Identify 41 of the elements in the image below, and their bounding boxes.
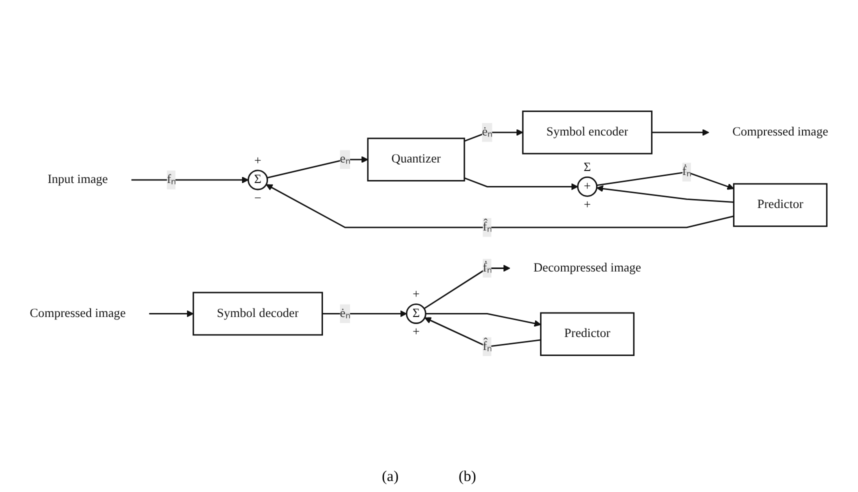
arrow — [464, 128, 524, 142]
node-box: Symbol encoder — [522, 110, 652, 154]
arrow — [596, 171, 734, 190]
arrow — [322, 310, 407, 317]
arrow — [266, 184, 734, 228]
node-label: Σ — [584, 160, 591, 174]
figure-label: (a) — [382, 469, 399, 486]
arrow — [424, 264, 510, 309]
edge-label: ėₙ — [482, 125, 492, 139]
edge-label: ḟₙ — [482, 261, 492, 274]
node-label: + — [584, 198, 591, 212]
arrow — [464, 177, 578, 190]
node-text: Compressed image — [30, 306, 126, 320]
arrow — [424, 317, 541, 348]
arrow — [266, 156, 368, 178]
node-text: Input image — [48, 172, 108, 186]
arrow — [426, 312, 542, 327]
node-circle: Σ — [248, 170, 268, 190]
node-label: + — [412, 288, 420, 302]
node-box: Predictor — [733, 183, 828, 227]
edge-label: f̂ₙ — [482, 339, 492, 353]
node-label: − — [254, 192, 262, 205]
node-circle: + — [577, 176, 598, 197]
node-label: + — [254, 154, 262, 168]
node-text: Compressed image — [732, 125, 828, 139]
edge-label: fₙ — [166, 172, 176, 186]
node-box: Symbol decoder — [192, 292, 323, 336]
arrow — [652, 128, 710, 136]
arrow — [131, 176, 249, 184]
node-text: Decompressed image — [533, 261, 642, 274]
edge-label: ḟₙ — [682, 164, 692, 178]
node-label: + — [412, 325, 420, 339]
edge-label: ėₙ — [340, 306, 350, 320]
node-box: Predictor — [540, 312, 635, 356]
arrow — [149, 310, 194, 317]
edge-label: f̂ₙ — [482, 220, 492, 234]
node-box: Quantizer — [367, 138, 466, 182]
arrow — [596, 185, 734, 203]
figure-label: (b) — [458, 469, 476, 486]
edge-label: eₙ — [340, 152, 350, 166]
node-circle: Σ — [406, 303, 426, 324]
